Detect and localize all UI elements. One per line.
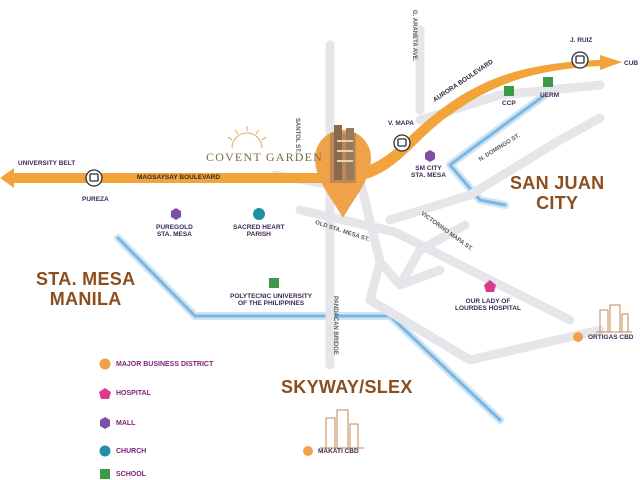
label-pandacan: PANDACAN BRIDGE <box>332 296 338 355</box>
makati-building-icon <box>320 409 364 449</box>
label-pureza: PUREZA <box>82 196 109 203</box>
label-pup-line1: POLYTECNIC UNIVERSITY <box>230 293 313 300</box>
label-ccp: CCP <box>502 100 516 107</box>
city-sta-mesa-line1: STA. MESA <box>36 269 136 289</box>
label-sacred-heart-line2: PARISH <box>246 231 271 239</box>
magsaysay-boulevard <box>0 168 340 188</box>
label-puregold-line1: PUREGOLD <box>156 224 193 231</box>
label-pup-line2: OF THE PHILIPPINES <box>238 300 305 308</box>
train-station-pureza-icon <box>85 169 103 187</box>
legend-markers <box>99 358 111 479</box>
city-sta-mesa-line2: MANILA <box>49 288 122 309</box>
label-lourdes: OUR LADY OF LOURDES HOSPITAL <box>455 298 521 312</box>
city-san-juan: SAN JUAN CITY <box>510 173 605 214</box>
label-j-ruiz: J. RUIZ <box>570 37 593 44</box>
legend-label-business: MAJOR BUSINESS DISTRICT <box>116 360 214 368</box>
label-ortigas: ORTIGAS CBD <box>588 334 634 341</box>
legend-label-hospital: HOSPITAL <box>116 389 151 397</box>
train-station-v-mapa-icon <box>393 134 411 152</box>
train-station-j-ruiz-icon <box>571 51 589 69</box>
property-pin <box>315 125 371 218</box>
sm-city-mall-icon <box>425 150 435 162</box>
label-sm-city-line1: SM CITY <box>415 165 442 172</box>
ccp-school-icon <box>504 86 514 96</box>
ortigas-building-icon <box>596 304 632 333</box>
label-magsaysay: MAGSAYSAY BOULEVARD <box>137 174 221 181</box>
legend-item-school: SCHOOL <box>100 467 146 480</box>
label-university-belt: UNIVERSITY BELT <box>18 160 76 167</box>
legend-item-hospital: HOSPITAL <box>100 386 151 400</box>
legend-item-church: CHURCH <box>100 444 146 458</box>
brand-name: COVENT GARDEN <box>206 150 324 164</box>
city-san-juan-line1: SAN JUAN <box>510 173 605 193</box>
poi-markers <box>171 77 583 456</box>
legend-label-school: SCHOOL <box>116 470 146 478</box>
legend-label-mall: MALL <box>116 419 136 427</box>
city-san-juan-line2: CITY <box>536 192 579 213</box>
label-makati: MAKATI CBD <box>318 448 359 455</box>
label-sacred-heart: SACRED HEART PARISH <box>233 224 285 238</box>
label-araneta: G. ARANETA AVE. <box>411 10 417 62</box>
label-lourdes-line1: OUR LADY OF <box>465 298 511 305</box>
city-skyway: SKYWAY/SLEX <box>281 377 413 397</box>
lourdes-hospital-icon <box>484 280 496 292</box>
puregold-mall-icon <box>171 208 181 220</box>
brand-logo-icon <box>227 126 267 149</box>
label-uerm: UERM <box>540 92 560 99</box>
pup-school-icon <box>269 278 279 288</box>
river-network <box>114 91 549 424</box>
train-station-icons <box>85 51 589 187</box>
label-santol: SANTOL ST. <box>294 118 300 153</box>
label-v-mapa: V. MAPA <box>388 120 415 127</box>
label-cubao: CUB <box>624 60 639 67</box>
uerm-school-icon <box>543 77 553 87</box>
label-pup: POLYTECNIC UNIVERSITY OF THE PHILIPPINES <box>230 293 312 307</box>
legend-item-mall: MALL <box>100 416 135 430</box>
legend-item-business: MAJOR BUSINESS DISTRICT <box>100 357 213 371</box>
makati-business-icon <box>303 446 313 456</box>
label-puregold: PUREGOLD STA. MESA <box>156 224 193 238</box>
ortigas-business-icon <box>573 332 583 342</box>
boulevards <box>0 55 622 188</box>
label-sacred-heart-line1: SACRED HEART <box>233 224 285 231</box>
legend-label-church: CHURCH <box>116 447 147 455</box>
label-sm-city-line2: STA. MESA <box>411 172 446 180</box>
label-sm-city: SM CITY STA. MESA <box>411 165 446 179</box>
sacred-heart-church-icon <box>253 208 265 220</box>
label-puregold-line2: STA. MESA <box>156 231 192 239</box>
city-sta-mesa: STA. MESA MANILA <box>36 269 136 310</box>
label-lourdes-line2: LOURDES HOSPITAL <box>455 305 521 313</box>
